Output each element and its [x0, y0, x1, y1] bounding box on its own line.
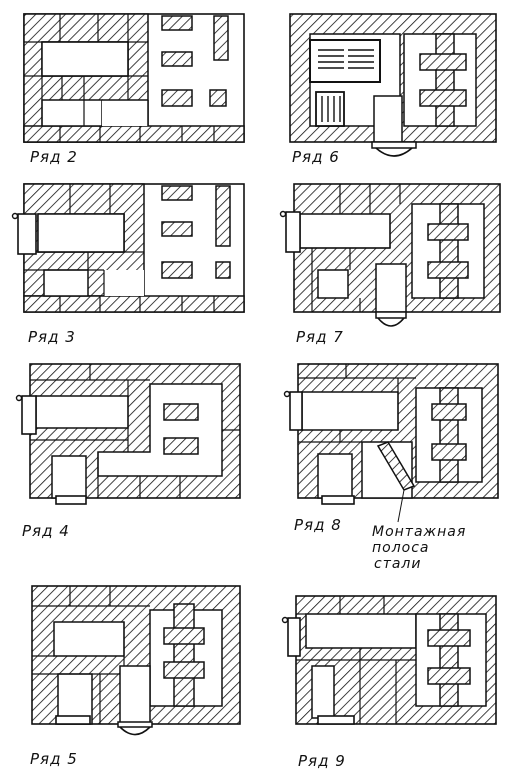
- door-frame: [285, 211, 301, 253]
- brick: [431, 403, 467, 421]
- channel: [305, 613, 417, 649]
- channel-gap: [104, 270, 144, 296]
- panel-row-6: Ряд 6: [289, 13, 497, 166]
- panel-row-5: Ряд 5: [30, 585, 241, 768]
- panel-row-4: Ряд 4: [15, 363, 241, 540]
- ash-opening: [119, 665, 151, 725]
- ash-opening: [375, 263, 407, 313]
- row-caption: Ряд 8: [294, 516, 342, 534]
- brick: [161, 261, 193, 279]
- door-knob: [283, 390, 291, 398]
- door-frame: [289, 391, 303, 431]
- partition: [439, 613, 459, 707]
- panel-row-2: Ряд 2: [23, 13, 245, 166]
- brick: [431, 443, 467, 461]
- brick: [427, 667, 471, 685]
- channel: [35, 395, 129, 429]
- oven-unit: [309, 39, 381, 83]
- panel-row-3: Ряд 3: [11, 183, 245, 346]
- opening: [37, 213, 125, 253]
- opening: [41, 41, 129, 77]
- brick: [163, 437, 199, 455]
- brick: [427, 629, 471, 647]
- brick: [419, 89, 467, 107]
- annotation-line-1: Монтажная: [372, 524, 466, 540]
- brick: [163, 403, 199, 421]
- firebox-opening: [51, 455, 87, 499]
- brick: [427, 261, 469, 279]
- firebox-opening: [41, 99, 103, 127]
- partition: [439, 203, 459, 299]
- row-caption: Ряд 4: [22, 522, 70, 540]
- door-frame: [17, 213, 37, 255]
- bottom-brick-band: [23, 295, 245, 313]
- brick: [209, 89, 227, 107]
- partition: [173, 603, 195, 707]
- channel: [299, 213, 391, 249]
- brick: [213, 15, 229, 61]
- panel-row-7: Ряд 7: [279, 183, 501, 346]
- door-knob: [15, 394, 23, 402]
- firebox-opening: [317, 453, 353, 499]
- row-caption: Ряд 5: [30, 750, 78, 768]
- door-frame: [117, 721, 153, 728]
- bottom-brick-band: [23, 125, 245, 143]
- brick: [427, 223, 469, 241]
- brick: [161, 89, 193, 107]
- brick: [161, 15, 193, 31]
- door-knob: [279, 210, 287, 218]
- panel-row-8: Ряд 8 Монтажная полоса стали: [283, 363, 499, 572]
- door-handle: [375, 147, 413, 157]
- door-handle: [377, 317, 405, 327]
- brick: [161, 185, 193, 201]
- door-frame: [21, 395, 37, 435]
- door-frame: [287, 617, 301, 657]
- ash-opening: [373, 95, 403, 143]
- brick: [161, 221, 193, 237]
- brick: [163, 627, 205, 645]
- row-caption: Ряд 7: [296, 328, 344, 346]
- channel-gap: [102, 100, 148, 126]
- door-handle: [119, 726, 151, 736]
- ash-door: [317, 715, 355, 725]
- panel-row-9: Ряд 9: [281, 595, 497, 770]
- partition: [439, 387, 459, 483]
- brick: [161, 51, 193, 67]
- steel-strip: [376, 441, 416, 491]
- door-knob: [281, 616, 289, 624]
- firebox-opening: [317, 269, 349, 299]
- door-knob: [11, 212, 19, 220]
- door-frame: [375, 311, 407, 319]
- ash-door: [321, 495, 355, 505]
- firebox-opening: [43, 269, 89, 297]
- row-caption: Ряд 9: [298, 752, 346, 770]
- brick: [163, 661, 205, 679]
- annotation-line-3: стали: [374, 556, 421, 572]
- channel: [53, 621, 125, 657]
- door-frame: [371, 141, 417, 149]
- row-caption: Ряд 6: [292, 148, 340, 166]
- partition: [435, 33, 455, 127]
- brick: [419, 53, 467, 71]
- brick: [215, 261, 231, 279]
- leader-line: [397, 489, 405, 523]
- row-caption: Ряд 2: [30, 148, 78, 166]
- brick: [215, 185, 231, 247]
- channel: [301, 391, 399, 431]
- ash-door: [55, 715, 91, 725]
- row-caption: Ряд 3: [28, 328, 76, 346]
- ash-door: [55, 495, 87, 505]
- annotation-line-2: полоса: [372, 540, 430, 556]
- opening: [311, 665, 335, 719]
